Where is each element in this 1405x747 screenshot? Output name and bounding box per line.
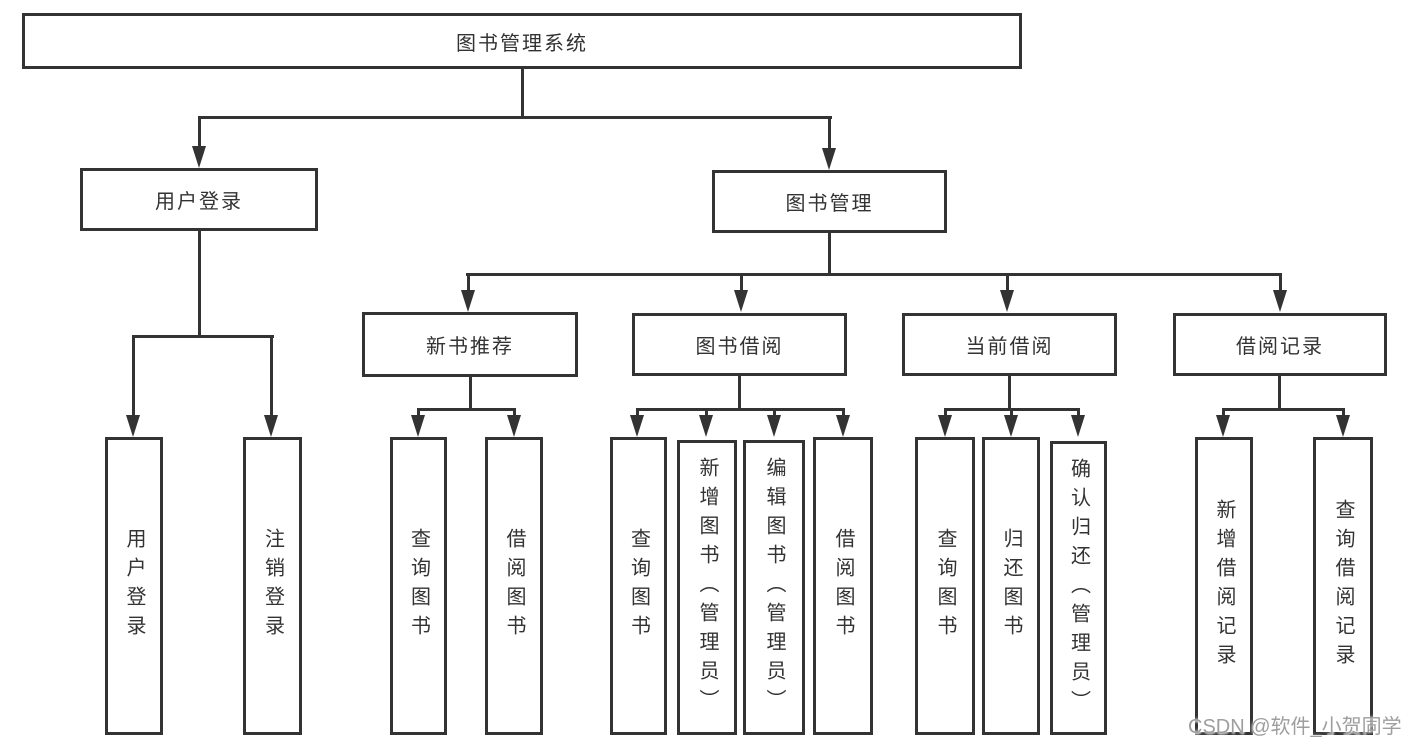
- arrow-down-icon: [1273, 290, 1287, 312]
- arrow-down-icon: [1071, 415, 1085, 437]
- arrow-down-icon: [767, 415, 781, 437]
- connector-line: [828, 233, 831, 275]
- leaf-borrow-books-recommend: 借阅图书: [485, 437, 543, 735]
- connector-line: [132, 335, 135, 417]
- connector-line: [270, 335, 273, 417]
- leaf-label: 注销登录: [261, 528, 284, 644]
- connector-line: [636, 408, 845, 411]
- node-label: 当前借阅: [965, 336, 1054, 358]
- leaf-label: 查询图书: [407, 528, 430, 644]
- connector-line: [1006, 273, 1009, 291]
- connector-line: [1279, 273, 1282, 291]
- connector-line: [198, 116, 832, 119]
- leaf-label: 新增图书（管理员）: [696, 457, 718, 718]
- connector-line: [198, 116, 201, 146]
- connector-line: [521, 69, 524, 118]
- leaf-user-login: 用户登录: [105, 437, 163, 735]
- connector-line: [636, 408, 639, 417]
- connector-line: [740, 273, 743, 291]
- node-label: 用户登录: [155, 191, 243, 213]
- arrow-down-icon: [126, 415, 140, 437]
- leaf-add-borrow-record: 新增借阅记录: [1195, 437, 1253, 735]
- leaf-label: 编辑图书（管理员）: [763, 457, 785, 718]
- node-label: 新书推荐: [426, 336, 514, 358]
- connector-line: [1077, 408, 1080, 417]
- connector-line: [513, 408, 516, 417]
- arrow-down-icon: [461, 290, 475, 312]
- node-label: 图书借阅: [695, 336, 784, 358]
- connector-line: [467, 273, 470, 291]
- arrow-down-icon: [734, 290, 748, 312]
- leaf-edit-book-admin: 编辑图书（管理员）: [743, 440, 805, 735]
- node-current-borrow: 当前借阅: [902, 313, 1117, 376]
- node-book-borrow: 图书借阅: [632, 313, 847, 376]
- arrow-down-icon: [1004, 415, 1018, 437]
- leaf-query-books-borrow: 查询图书: [610, 437, 667, 735]
- node-user-login-module: 用户登录: [80, 168, 318, 231]
- leaf-label: 新增借阅记录: [1213, 499, 1235, 673]
- leaf-label: 借阅图书: [832, 528, 854, 644]
- connector-line: [417, 408, 516, 411]
- arrow-down-icon: [630, 415, 644, 437]
- connector-line: [466, 273, 1282, 276]
- arrow-down-icon: [1000, 290, 1014, 312]
- connector-line: [1278, 376, 1281, 410]
- connector-line: [1008, 376, 1011, 410]
- arrow-down-icon: [411, 415, 425, 437]
- leaf-label: 查询图书: [627, 528, 650, 644]
- leaf-query-books-current: 查询图书: [915, 437, 975, 735]
- node-label: 图书管理系统: [456, 32, 588, 55]
- connector-line: [417, 408, 420, 417]
- connector-line: [1222, 408, 1225, 417]
- arrow-down-icon: [938, 415, 952, 437]
- node-new-book-recommend: 新书推荐: [362, 312, 578, 377]
- connector-line: [738, 376, 741, 410]
- leaf-return-books: 归还图书: [982, 437, 1040, 735]
- node-book-management: 图书管理: [712, 170, 947, 233]
- node-label: 图书管理: [785, 193, 874, 215]
- leaf-label: 借阅图书: [503, 528, 525, 644]
- leaf-query-borrow-record: 查询借阅记录: [1313, 437, 1373, 735]
- arrow-down-icon: [699, 415, 713, 437]
- connector-line: [1222, 408, 1345, 411]
- connector-line: [828, 116, 831, 148]
- connector-line: [944, 408, 947, 417]
- arrow-down-icon: [264, 415, 278, 437]
- arrow-down-icon: [1216, 415, 1230, 437]
- connector-line: [842, 408, 845, 417]
- connector-line: [1010, 408, 1013, 417]
- arrow-down-icon: [836, 415, 850, 437]
- arrow-down-icon: [1336, 415, 1350, 437]
- leaf-label: 查询借阅记录: [1332, 499, 1354, 673]
- node-label: 借阅记录: [1236, 336, 1324, 358]
- leaf-borrow-books: 借阅图书: [813, 437, 873, 735]
- node-borrow-records: 借阅记录: [1173, 313, 1387, 376]
- connector-line: [469, 377, 472, 410]
- leaf-confirm-return-admin: 确认归还（管理员）: [1050, 441, 1107, 735]
- leaf-query-books-recommend: 查询图书: [390, 437, 447, 735]
- leaf-add-book-admin: 新增图书（管理员）: [677, 440, 737, 735]
- leaf-label: 归还图书: [1000, 528, 1022, 644]
- connector-line: [705, 408, 708, 417]
- arrow-down-icon: [822, 148, 836, 170]
- connector-line: [132, 335, 274, 338]
- connector-line: [198, 231, 201, 337]
- node-library-system: 图书管理系统: [22, 13, 1022, 69]
- leaf-label: 确认归还（管理员）: [1067, 457, 1090, 719]
- leaf-label: 用户登录: [123, 528, 145, 644]
- connector-line: [1342, 408, 1345, 417]
- arrow-down-icon: [507, 415, 521, 437]
- leaf-logout: 注销登录: [243, 437, 302, 735]
- watermark: CSDN @软件_小贺同学: [1188, 716, 1402, 738]
- connector-line: [773, 408, 776, 417]
- arrow-down-icon: [192, 146, 206, 168]
- leaf-label: 查询图书: [934, 528, 956, 644]
